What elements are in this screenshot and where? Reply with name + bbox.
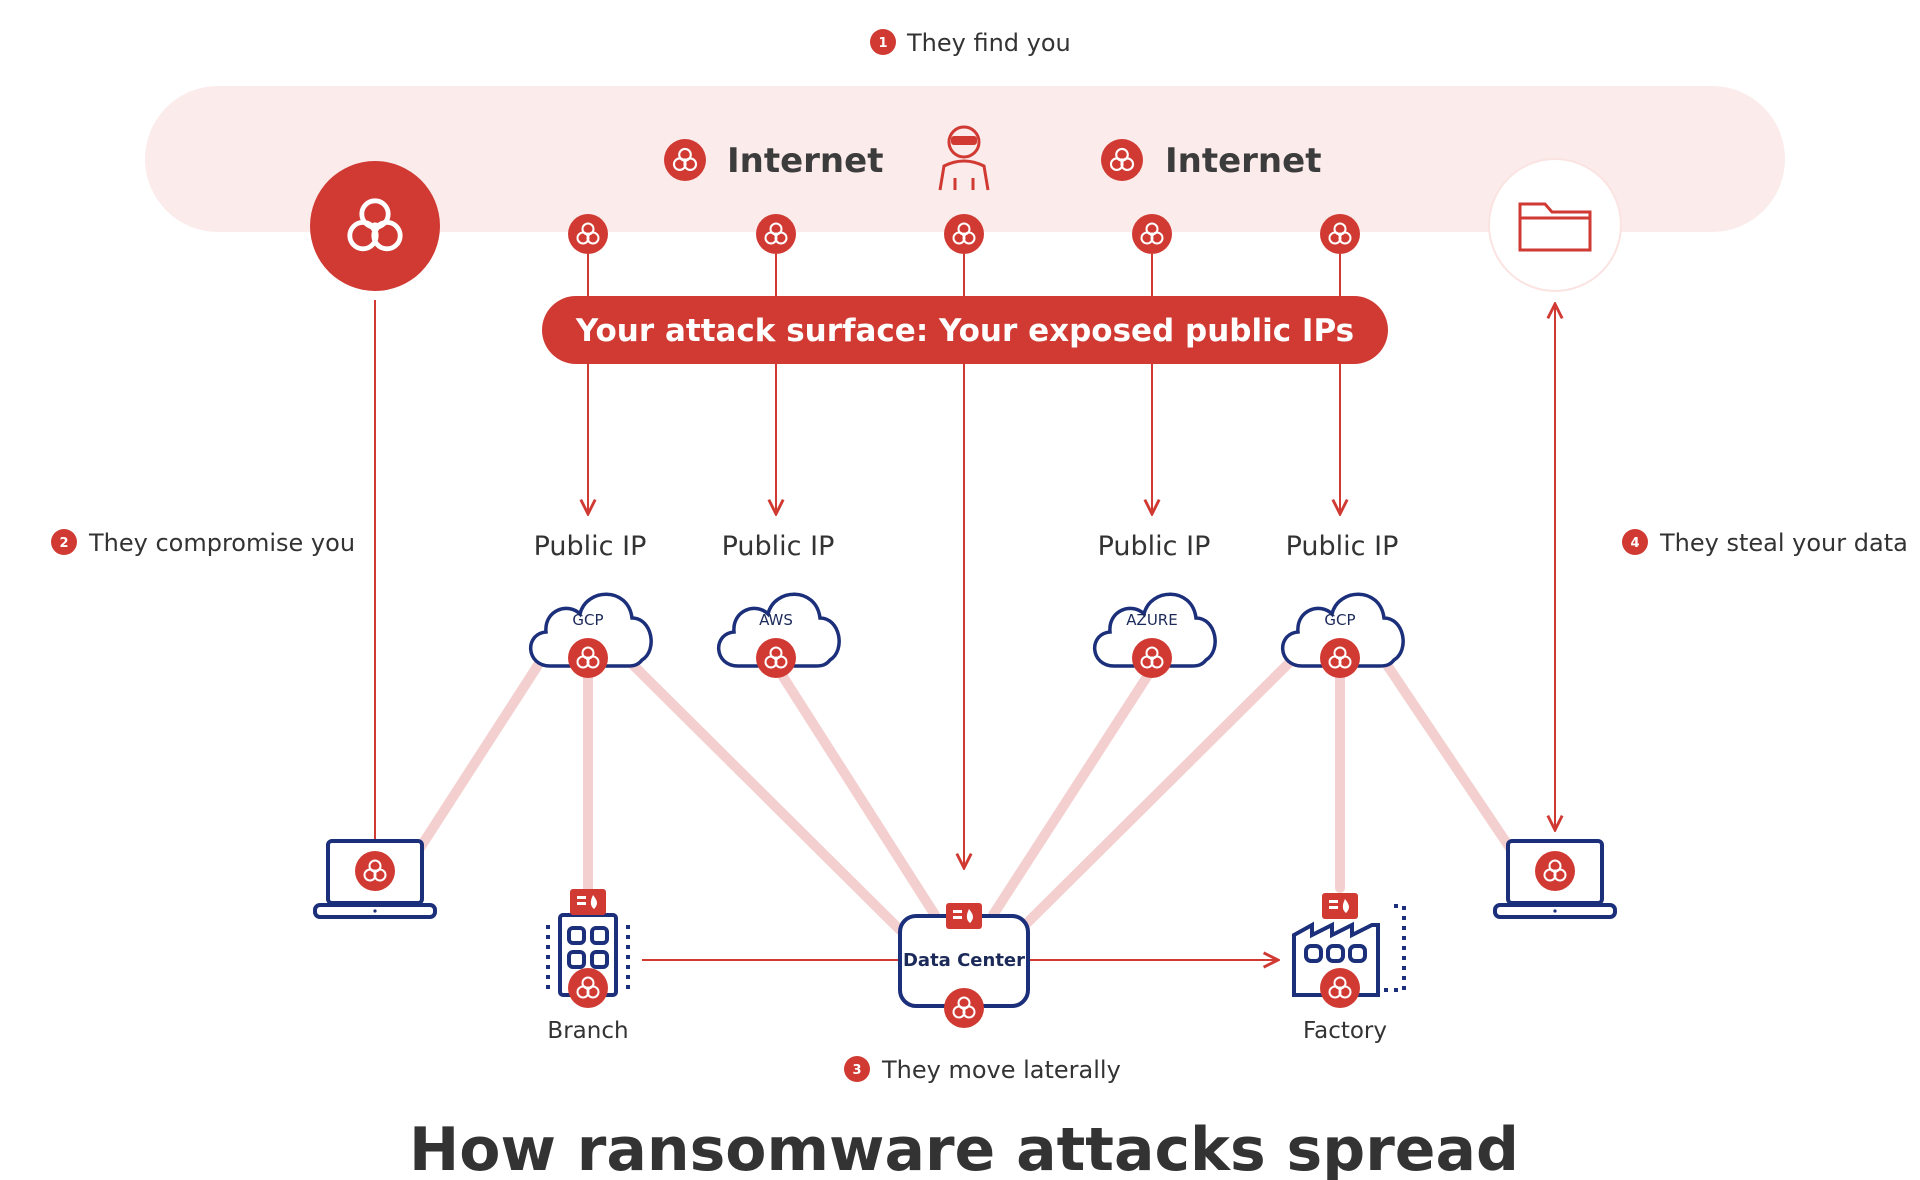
public-ip-label: Public IP <box>534 531 647 562</box>
step-3-number: 3 <box>852 1063 861 1078</box>
hacker-icon <box>938 125 990 191</box>
laptop-right <box>1493 839 1617 919</box>
server-badge-icon <box>570 889 606 915</box>
attack-surface-label: Your attack surface: Your exposed public… <box>575 313 1354 349</box>
page-title: How ransomware attacks spread <box>409 1115 1519 1180</box>
datacenter-node: Data Center <box>898 903 1030 1028</box>
factory-node: Factory <box>1292 893 1406 1044</box>
biohazard-icon <box>568 638 608 678</box>
step-1-number: 1 <box>878 36 887 51</box>
internet-label-left: Internet <box>727 141 883 181</box>
step-2: 2 They compromise you <box>51 529 355 557</box>
biohazard-icon <box>664 139 706 181</box>
public-ip-gcp-right: Public IP GCP <box>1280 531 1405 678</box>
biohazard-icon <box>944 214 984 254</box>
step-2-marker <box>51 529 77 555</box>
internet-left: Internet <box>664 139 883 181</box>
folder-icon <box>1518 202 1592 252</box>
step-4-label: They steal your data <box>1659 529 1908 557</box>
internet-label-right: Internet <box>1165 141 1321 181</box>
step-2-label: They compromise you <box>88 529 355 557</box>
biohazard-icon <box>1132 638 1172 678</box>
public-ip-label: Public IP <box>1098 531 1211 562</box>
step-4-marker <box>1622 529 1648 555</box>
biohazard-icon <box>1320 214 1360 254</box>
branch-label: Branch <box>547 1018 628 1044</box>
cloud-provider-label: GCP <box>572 611 603 629</box>
biohazard-icon <box>568 214 608 254</box>
public-ip-label: Public IP <box>1286 531 1399 562</box>
biohazard-source <box>310 161 440 291</box>
server-badge-icon <box>1322 893 1358 919</box>
factory-label: Factory <box>1303 1018 1387 1044</box>
public-ip-aws: Public IP AWS <box>716 531 841 678</box>
biohazard-icon <box>1101 139 1143 181</box>
step-1-label: They find you <box>906 29 1071 57</box>
internet-right: Internet <box>1101 139 1321 181</box>
biohazard-icon <box>756 638 796 678</box>
laptop-left <box>313 839 437 919</box>
public-ip-azure: Public IP AZURE <box>1092 531 1217 678</box>
step-3: 3 They move laterally <box>844 1056 1121 1084</box>
cloud-provider-label: AWS <box>759 611 793 629</box>
cloud-provider-label: GCP <box>1324 611 1355 629</box>
biohazard-icon <box>944 988 984 1028</box>
biohazard-icon <box>1320 968 1360 1008</box>
public-ip-label: Public IP <box>722 531 835 562</box>
biohazard-icon <box>1132 214 1172 254</box>
biohazard-icon <box>355 851 395 891</box>
attack-surface-banner: Your attack surface: Your exposed public… <box>542 296 1388 364</box>
step-4-number: 4 <box>1630 536 1639 551</box>
step-1: 1 They find you <box>870 29 1071 57</box>
biohazard-icon <box>756 214 796 254</box>
step-2-number: 2 <box>59 536 68 551</box>
folder-node <box>1488 158 1622 292</box>
biohazard-icon <box>1535 851 1575 891</box>
biohazard-icon <box>568 968 608 1008</box>
branch-node: Branch <box>546 889 630 1044</box>
public-ip-gcp-left: Public IP GCP <box>528 531 653 678</box>
step-3-label: They move laterally <box>881 1056 1121 1084</box>
internet-band <box>145 86 1785 232</box>
cloud-provider-label: AZURE <box>1126 611 1177 629</box>
spread-links <box>415 657 1515 935</box>
datacenter-label: Data Center <box>903 950 1025 971</box>
step-4: 4 They steal your data <box>1622 529 1908 557</box>
biohazard-icon <box>1320 638 1360 678</box>
step-1-marker <box>870 29 896 55</box>
server-badge-icon <box>946 903 982 929</box>
step-3-marker <box>844 1056 870 1082</box>
